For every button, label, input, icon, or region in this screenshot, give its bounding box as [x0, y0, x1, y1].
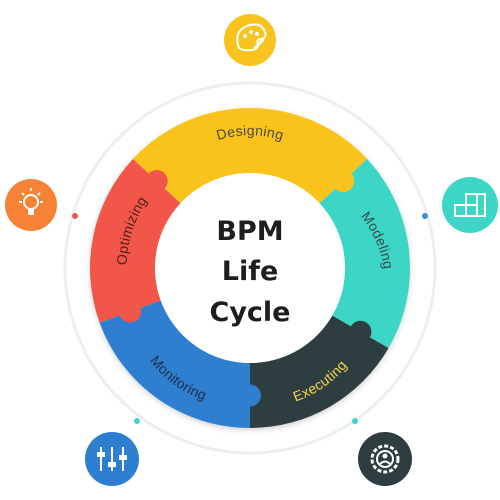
segment-monitoring[interactable]	[99, 300, 251, 428]
gear-user-icon[interactable]	[358, 432, 412, 486]
segment-designing[interactable]	[132, 108, 368, 204]
center-title-line2: Life	[222, 256, 279, 287]
puzzle-tab	[349, 320, 372, 343]
puzzle-tab	[239, 384, 261, 407]
segment-optimizing[interactable]	[89, 158, 181, 323]
ring-dot	[422, 213, 428, 219]
segment-executing[interactable]	[250, 315, 389, 429]
puzzle-tab	[145, 170, 168, 193]
puzzle-tab	[332, 170, 355, 193]
center-title-line1: BPM	[216, 216, 283, 247]
center-title-line3: Cycle	[210, 297, 291, 328]
ring-dot	[72, 213, 78, 219]
center-circle	[155, 173, 345, 363]
ring-dot	[134, 418, 140, 424]
puzzle-tab	[119, 300, 142, 323]
sliders-icon[interactable]	[85, 432, 139, 486]
outer-ring	[63, 81, 437, 455]
ring-dot	[352, 418, 358, 424]
segment-modeling[interactable]	[319, 158, 410, 348]
lightbulb-icon[interactable]	[5, 179, 57, 231]
blocks-icon[interactable]	[442, 177, 498, 233]
palette-icon[interactable]	[224, 14, 276, 66]
